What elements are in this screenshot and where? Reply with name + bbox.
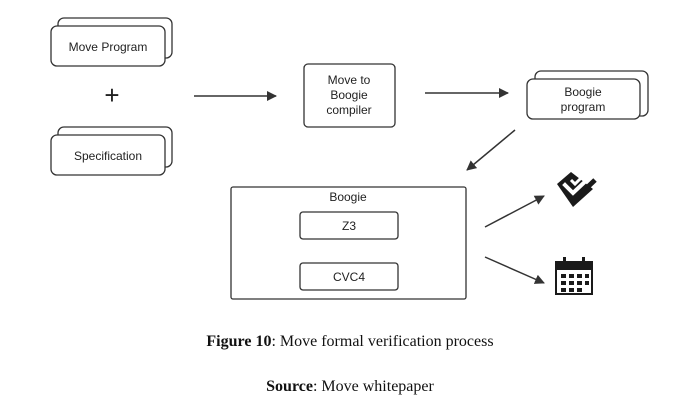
z3-box	[299, 211, 399, 240]
plus-sign: +	[104, 80, 119, 110]
cvc4-label: CVC4	[333, 270, 365, 284]
source-caption-text: : Move whitepaper	[312, 378, 434, 395]
figure-caption: Figure 10: Move formal verification proc…	[0, 333, 700, 351]
verification-flow-diagram: Move Program + Specification Move to Boo…	[50, 17, 649, 300]
source-caption-label: Source	[266, 378, 313, 395]
boogie-node: Boogie Z3 CVC4	[230, 186, 467, 300]
arrow-boogie-to-verified	[484, 195, 545, 228]
figure-caption-label: Figure 10	[206, 333, 272, 350]
boogie-program-node: Boogie program	[526, 70, 649, 120]
boogie-program-label-line1: Boogie	[564, 85, 602, 99]
source-caption: Source: Move whitepaper	[0, 378, 700, 396]
double-check-icon	[557, 170, 597, 207]
figure-caption-text: : Move formal verification process	[271, 333, 494, 350]
arrow-boogie-to-calendar	[484, 256, 545, 284]
compiler-node: Move to Boogie compiler	[303, 63, 396, 128]
cvc4-box	[299, 262, 399, 291]
specification-node: Specification	[50, 126, 173, 176]
specification-label: Specification	[74, 149, 142, 163]
compiler-label-line3: compiler	[326, 103, 371, 117]
boogie-title: Boogie	[329, 190, 367, 204]
calendar-icon	[555, 257, 593, 295]
compiler-label-line1: Move to	[328, 73, 371, 87]
move-program-label: Move Program	[69, 40, 148, 54]
arrow-boogie-program-to-boogie	[466, 129, 516, 171]
move-program-node: Move Program	[50, 17, 173, 67]
z3-label: Z3	[342, 219, 356, 233]
boogie-program-label-line2: program	[561, 100, 606, 114]
compiler-label-line2: Boogie	[330, 88, 368, 102]
